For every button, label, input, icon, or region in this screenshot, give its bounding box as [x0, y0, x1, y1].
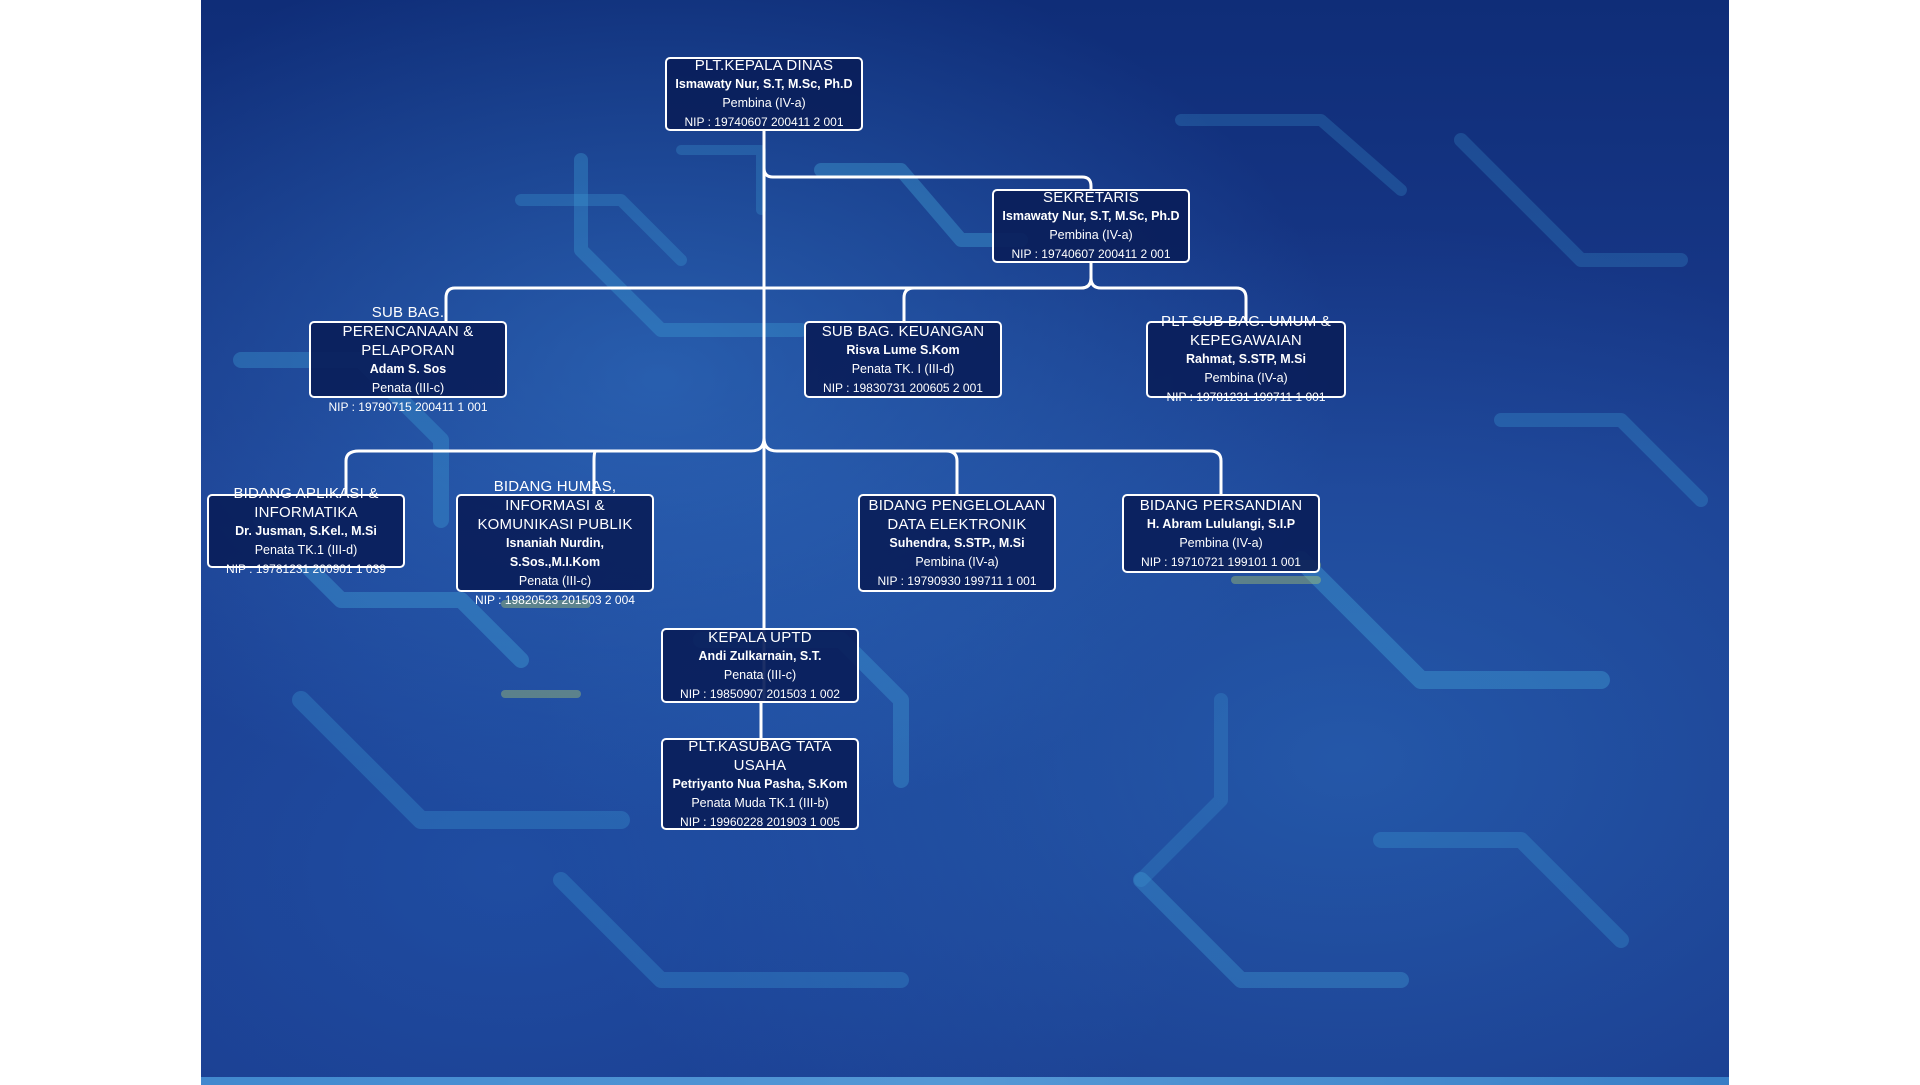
node-nip: NIP : 19781231 200901 1 039 — [226, 561, 386, 576]
node-sub-bag-umum: PLT SUB BAG. UMUM & KEPEGAWAIAN Rahmat, … — [1146, 313, 1346, 404]
node-title: BIDANG HUMAS, INFORMASI & KOMUNIKASI PUB… — [477, 477, 633, 533]
node-nip: NIP : 19781231 199711 1 001 — [1166, 390, 1326, 404]
node-name: Petriyanto Nua Pasha, S.Kom — [672, 776, 848, 791]
node-bidang-data: BIDANG PENGELOLAAN DATA ELEKTRONIK Suhen… — [858, 494, 1056, 592]
node-sub-bag-perencanaan: SUB BAG. PERENCANAAN & PELAPORAN Adam S.… — [309, 304, 507, 414]
node-title: KEPALA UPTD — [708, 628, 812, 646]
node-name: Adam S. Sos — [369, 361, 447, 376]
org-chart-canvas: PLT.KEPALA DINAS Ismawaty Nur, S.T, M.Sc… — [201, 0, 1729, 1085]
node-rank: Penata (III-c) — [518, 573, 592, 588]
node-nip: NIP : 19790715 200411 1 001 — [328, 399, 488, 414]
node-name: H. Abram Lululangi, S.I.P — [1146, 516, 1296, 531]
node-name: Isnaniah Nurdin, S.Sos.,M.I.Kom — [506, 535, 604, 569]
node-rank: Pembina (IV-a) — [915, 554, 999, 569]
node-name: Risva Lume S.Kom — [846, 342, 960, 357]
node-sub-bag-keuangan: SUB BAG. KEUANGAN Risva Lume S.Kom Penat… — [804, 321, 1002, 398]
node-title: BIDANG PENGELOLAAN DATA ELEKTRONIK — [868, 496, 1046, 533]
node-nip: NIP : 19830731 200605 2 001 — [823, 380, 983, 395]
node-nip: NIP : 19850907 201503 1 002 — [680, 686, 840, 701]
node-title: SEKRETARIS — [1043, 189, 1139, 206]
node-rank: Pembina (IV-a) — [722, 96, 806, 110]
node-nip: NIP : 19710721 199101 1 001 — [1141, 554, 1301, 569]
circuit-background — [233, 114, 1708, 988]
node-bidang-humas: BIDANG HUMAS, INFORMASI & KOMUNIKASI PUB… — [456, 478, 654, 607]
node-title: PLT.KEPALA DINAS — [694, 57, 834, 74]
node-name: Rahmat, S.STP, M.Si — [1186, 352, 1306, 366]
node-title: SUB BAG. PERENCANAAN & PELAPORAN — [342, 303, 474, 359]
node-title: BIDANG APLIKASI & INFORMATIKA — [233, 484, 379, 521]
node-name: Ismawaty Nur, S.T, M.Sc, Ph.D — [1002, 209, 1180, 223]
node-title: SUB BAG. KEUANGAN — [821, 322, 985, 340]
node-rank: Pembina (IV-a) — [1179, 535, 1263, 550]
node-name: Dr. Jusman, S.Kel., M.Si — [235, 523, 377, 538]
node-title: BIDANG PERSANDIAN — [1139, 496, 1303, 514]
node-rank: Penata (III-c) — [723, 667, 797, 682]
node-nip: NIP : 19740607 200411 2 001 — [1011, 247, 1171, 261]
node-rank: Penata TK.1 (III-d) — [254, 542, 358, 557]
node-kepala-dinas: PLT.KEPALA DINAS Ismawaty Nur, S.T, M.Sc… — [665, 57, 863, 131]
node-title: PLT SUB BAG. UMUM & KEPEGAWAIAN — [1161, 313, 1331, 349]
node-title: PLT.KASUBAG TATA USAHA — [688, 737, 832, 774]
node-rank: Penata (III-c) — [371, 380, 445, 395]
node-nip: NIP : 19740607 200411 2 001 — [684, 115, 844, 129]
node-rank: Penata TK. I (III-d) — [851, 361, 955, 376]
node-rank: Penata Muda TK.1 (III-b) — [691, 795, 829, 810]
node-bidang-persandian: BIDANG PERSANDIAN H. Abram Lululangi, S.… — [1122, 494, 1320, 573]
node-nip: NIP : 19960228 201903 1 005 — [680, 814, 840, 829]
bottom-glow-strip — [201, 1077, 1729, 1085]
node-rank: Pembina (IV-a) — [1204, 371, 1288, 385]
node-name: Suhendra, S.STP., M.Si — [889, 535, 1025, 550]
node-bidang-aplikasi: BIDANG APLIKASI & INFORMATIKA Dr. Jusman… — [207, 485, 405, 576]
node-kasubag-tata-usaha: PLT.KASUBAG TATA USAHA Petriyanto Nua Pa… — [661, 738, 859, 830]
node-nip: NIP : 19820523 201503 2 004 — [475, 592, 635, 607]
node-rank: Pembina (IV-a) — [1049, 228, 1133, 242]
node-name: Ismawaty Nur, S.T, M.Sc, Ph.D — [675, 77, 853, 91]
node-kepala-uptd: KEPALA UPTD Andi Zulkarnain, S.T. Penata… — [661, 628, 859, 703]
node-name: Andi Zulkarnain, S.T. — [698, 648, 822, 663]
node-sekretaris: SEKRETARIS Ismawaty Nur, S.T, M.Sc, Ph.D… — [992, 189, 1190, 263]
node-nip: NIP : 19790930 199711 1 001 — [877, 573, 1037, 588]
